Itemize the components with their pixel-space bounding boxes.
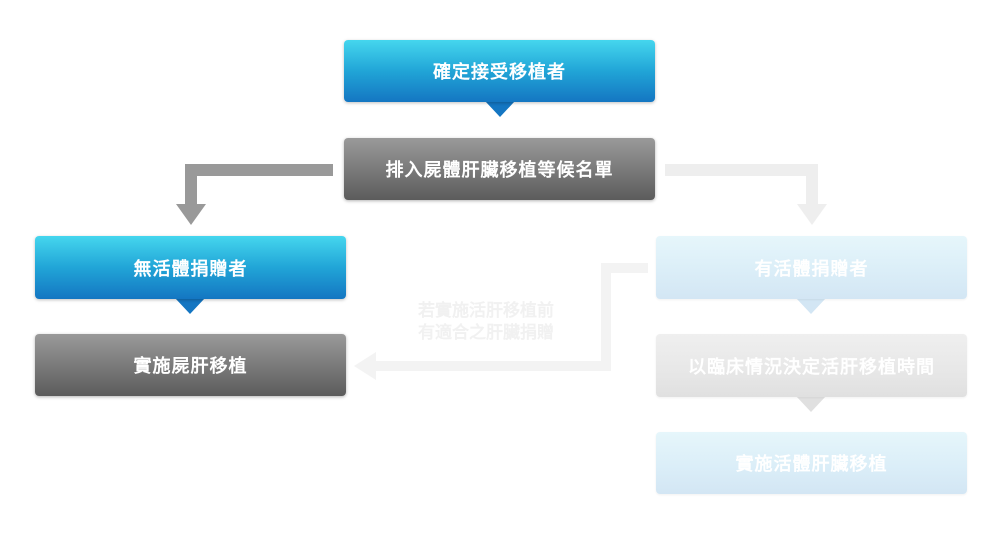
waitlist-box: 排入屍體肝臟移植等候名單 (344, 138, 655, 200)
pointer-no-donor (175, 298, 205, 314)
arrow-left-path (185, 164, 333, 208)
arrow-back-path (372, 263, 648, 371)
has-living-donor-box: 有活體捐贈者 (656, 236, 967, 299)
arrow-right-head (797, 204, 827, 225)
pointer-has-donor (796, 298, 826, 314)
confirm-recipient-box: 確定接受移植者 (344, 40, 655, 102)
cadaver-transplant-box: 實施屍肝移植 (35, 334, 346, 396)
arrow-left-head (176, 204, 206, 225)
condition-note: 若實施活肝移植前 有適合之肝臟捐贈 (418, 300, 593, 344)
pointer-confirm (485, 101, 515, 117)
condition-note-line1: 若實施活肝移植前 (418, 301, 554, 321)
condition-note-line2: 有適合之肝臟捐贈 (418, 323, 554, 343)
living-transplant-box: 實施活體肝臟移植 (656, 432, 967, 494)
decide-timing-box: 以臨床情況決定活肝移植時間 (656, 334, 967, 397)
pointer-decide (796, 396, 826, 412)
arrow-right-path (665, 164, 818, 208)
arrow-back-head (354, 352, 376, 380)
no-living-donor-box: 無活體捐贈者 (35, 236, 346, 299)
